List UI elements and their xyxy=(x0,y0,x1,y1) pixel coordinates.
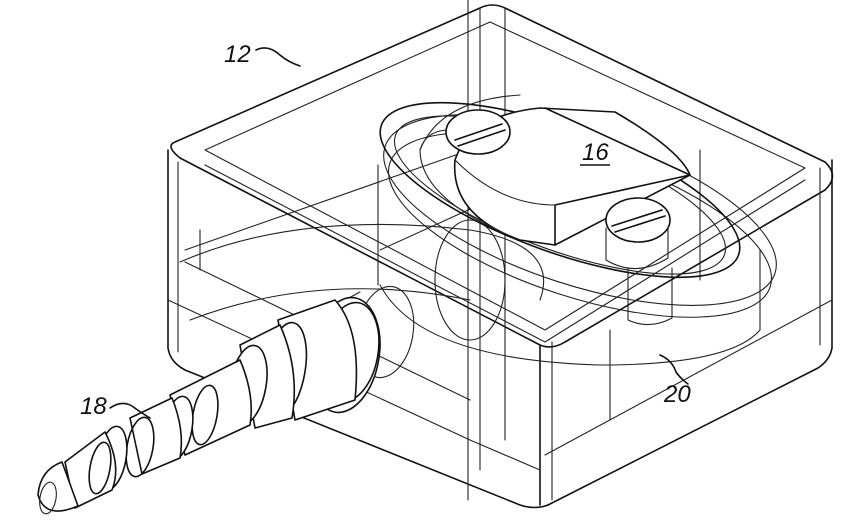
label-plug: 18 xyxy=(80,393,107,420)
label-housing: 12 xyxy=(224,41,251,68)
housing-outline xyxy=(167,0,834,509)
label-base: 20 xyxy=(663,381,691,408)
label-module: 16 xyxy=(582,139,609,166)
leader-12 xyxy=(255,47,301,67)
audio-plug xyxy=(37,285,415,515)
leader-18 xyxy=(109,402,151,419)
leader-20 xyxy=(659,354,689,385)
module-block xyxy=(379,94,741,326)
